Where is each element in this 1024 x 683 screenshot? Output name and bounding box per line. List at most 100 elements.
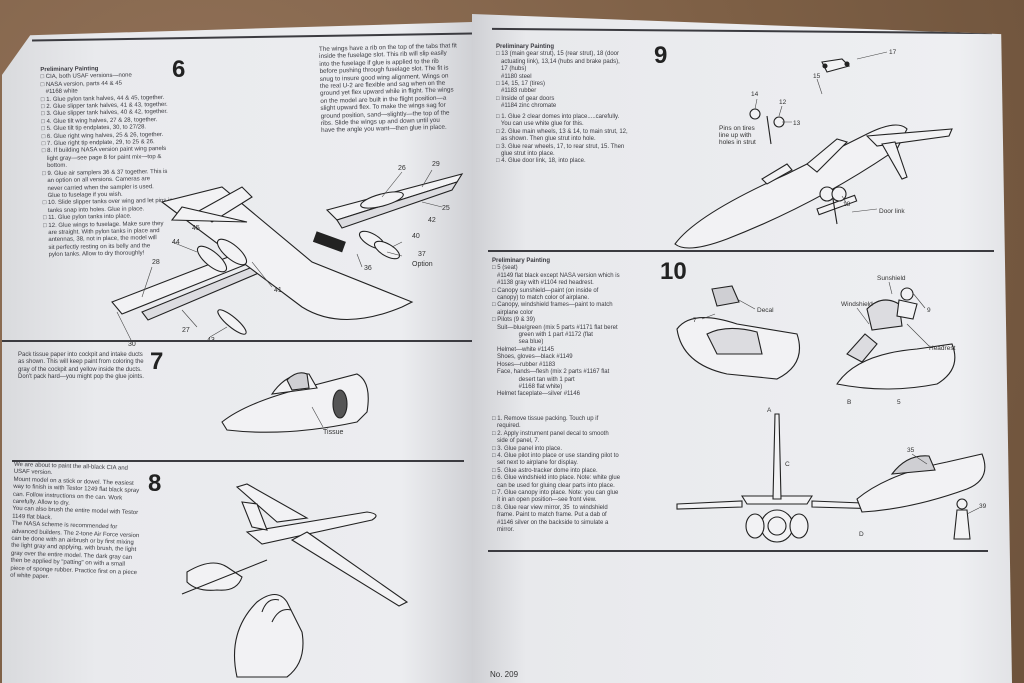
step10-paint-line: Helmet—white #1145 [492, 346, 554, 353]
view-a-label: A [767, 407, 772, 414]
label-17: 17 [889, 49, 897, 56]
step10-step-line: □ 8. Glue rear view mirror, 35 to windsh… [492, 504, 608, 511]
label-30: 30 [128, 341, 136, 348]
tissue-label: Tissue [323, 429, 343, 436]
step10-paint-line: □ Canopy, windshield frames—paint to mat… [492, 302, 613, 309]
label-5: 5 [897, 399, 901, 406]
label-45: 45 [192, 225, 200, 232]
label-28: 28 [152, 259, 160, 266]
step10-paint-line: sea blue) [492, 339, 544, 346]
step10-heading: Preliminary Painting [492, 258, 551, 264]
label-26: 26 [398, 165, 406, 172]
step8-instructions: We are about to paint the all-black CIA … [10, 462, 144, 585]
step10-steps: □ 1. Remove tissue packing. Touch up if … [492, 416, 657, 535]
step10-step-line: mirror. [492, 527, 514, 534]
step10-step-line: frame. Paint to match frame. Put a dab o… [492, 512, 607, 519]
instruction-page-left: 6 Preliminary Painting □ CIA, both USAF … [2, 22, 472, 683]
label-39: 39 [979, 503, 987, 510]
step9-paint-line: actuating link), 13,14 (hubs and brake p… [496, 58, 620, 65]
label-25: 25 [442, 205, 450, 212]
label-42: 42 [428, 217, 436, 224]
step10-step-line: □ 7. Glue canopy into place. Note: you c… [492, 490, 619, 497]
step10-paint-line: Shoes, gloves—black #1149 [492, 354, 573, 361]
label-12: 12 [779, 99, 787, 106]
pins-note-line3: holes in strut [719, 139, 756, 146]
step9-paint-line: #1183 rubber [496, 88, 537, 95]
label-40: 40 [412, 233, 420, 240]
label-41: 41 [274, 287, 282, 294]
step10-step-line: required. [492, 423, 521, 430]
step9-paint-line: □ Inside of gear doors [496, 95, 555, 102]
step9-step-line: glue strut into place. [496, 151, 555, 158]
step9-step-line: □ 3. Glue rear wheels, 17, to rear strut… [496, 143, 625, 150]
step10-step-line: side of panel, 7. [492, 438, 540, 445]
step9-number: 9 [654, 42, 668, 69]
step10-step-line: can be used for gluing clear parts into … [492, 482, 615, 489]
step10-paint-line: #1149 flat black except NASA version whi… [492, 272, 620, 279]
step10-bottom-rule [488, 550, 988, 552]
view-c-label: C [785, 461, 790, 468]
view-d-label: D [859, 531, 864, 538]
step10-number: 10 [660, 258, 687, 285]
step9-paint-line: 17 (hubs) [496, 66, 527, 73]
label-9: 9 [927, 307, 931, 314]
step9-paint-line: □ 13 (main gear strut), 15 (rear strut),… [496, 51, 620, 58]
decal-label: Decal [757, 307, 774, 314]
step10-step-line: □ 4. Glue pilot into place or use standi… [492, 453, 619, 460]
step7-instructions: Pack tissue paper into cockpit and intak… [18, 352, 148, 382]
step10-paint-line: Helmet faceplate—silver #1146 [492, 391, 580, 398]
step9-step-line: as shown. Then glue strut into hole. [496, 136, 596, 143]
step9-landing-gear-drawing: 17 14 12 13 15 Pins on tires line up wit… [667, 49, 967, 254]
step9-steps: □ 1. Glue 2 clear domes into place.....c… [496, 114, 656, 166]
step10-step-line: set next to airplane for display. [492, 460, 578, 467]
step8-number: 8 [148, 470, 162, 497]
label-29: 29 [432, 161, 440, 168]
step10-step-line: □ 2. Apply instrument panel decal to smo… [492, 430, 609, 437]
label-14: 14 [751, 91, 759, 98]
label-option: Option [412, 261, 433, 268]
step9-step-line: You can use white glue for this. [496, 121, 584, 128]
step10-paint-list: Preliminary Painting □ 5 (seat) #1149 fl… [492, 258, 657, 399]
label-27: 27 [182, 327, 190, 334]
step10-paint-line: □ Canopy sunshield—paint (on inside of [492, 287, 599, 294]
label-37: 37 [418, 251, 426, 258]
step9-heading: Preliminary Painting [496, 44, 555, 50]
step7-line: Pack tissue paper into cockpit and intak… [18, 352, 143, 358]
step9-step-line: □ 2. Glue main wheels, 13 & 14, to main … [496, 128, 628, 135]
pins-note-line1: Pins on tires [719, 125, 756, 132]
step8-painting-hands-drawing [167, 482, 417, 682]
step10-step-line: □ 3. Glue panel into place. [492, 445, 563, 452]
step10-paint-line: canopy) to match color of airplane. [492, 295, 590, 302]
label-35: 35 [907, 447, 915, 454]
pins-note-line2: line up with [719, 132, 752, 139]
step6-exploded-aircraft-drawing: 26 29 25 42 40 37 Option 36 45 44 28 41 … [102, 161, 472, 348]
step10-step-line: it in an open position—see front view. [492, 497, 597, 504]
step10-paint-line: Suit—blue/green (mix 5 parts #1171 flat … [492, 324, 618, 331]
step9-paint-line: □ 14, 15, 17 (tires) [496, 81, 545, 88]
label-7: 7 [693, 317, 697, 324]
step10-paint-line: Hoses—rubber #1183 [492, 361, 556, 368]
headrest-label: Headrest [929, 345, 956, 352]
label-13: 13 [793, 120, 801, 127]
label-36: 36 [364, 265, 372, 272]
step9-paint-line: #1184 zinc chromate [496, 103, 557, 110]
step10-paint-line: desert tan with 1 part [492, 376, 575, 383]
step10-step-line: □ 6. Glue windshield into place. Note: w… [492, 475, 621, 482]
step7-number: 7 [150, 348, 164, 375]
step9-paint-line: #1180 steel [496, 73, 532, 80]
instruction-page-right: 9 Preliminary Painting □ 13 (main gear s… [472, 14, 1012, 683]
step10-step-line: □ 5. Glue astro-tracker dome into place. [492, 467, 598, 474]
step8-top-rule [12, 460, 464, 462]
step9-paint-list: Preliminary Painting □ 13 (main gear str… [496, 44, 656, 111]
step7-line: gray of the cockpit and yellow inside th… [18, 366, 142, 373]
step6-number: 6 [172, 56, 186, 83]
step10-paint-line: □ Pilots (9 & 39) [492, 317, 535, 324]
windshield-label: Windshield [841, 301, 873, 308]
page-number: No. 209 [490, 670, 519, 679]
step9-step-line: □ 1. Glue 2 clear domes into place.....c… [496, 114, 620, 120]
step7-cockpit-tissue-drawing: Tissue [217, 352, 377, 436]
label-15: 15 [813, 73, 821, 80]
step10-paint-line: #1138 gray with #1104 red headrest. [492, 280, 594, 287]
sunshield-label: Sunshield [877, 275, 906, 282]
step10-step-line: □ 1. Remove tissue packing. Touch up if [492, 416, 599, 422]
